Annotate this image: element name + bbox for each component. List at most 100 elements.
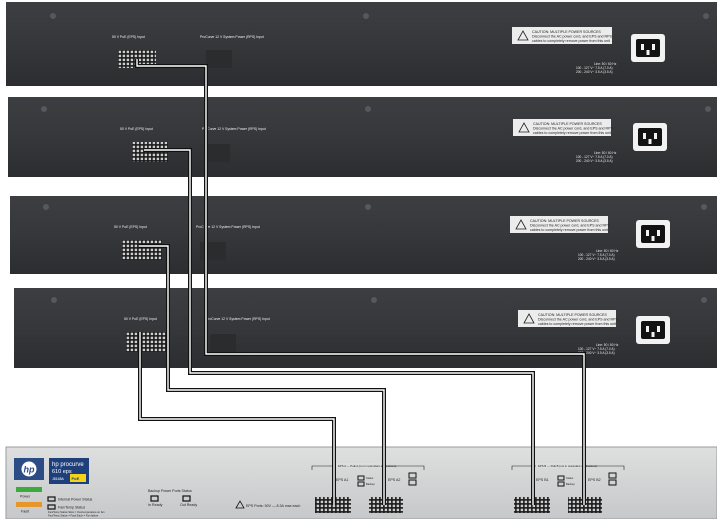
internal-power-led <box>47 496 56 502</box>
caution-plate: CAUTION: MULTIPLE POWER SOURCES Disconne… <box>512 27 613 44</box>
eps-front-panel: hp hp procurve 610 eps J8168A PoE Power … <box>5 446 717 520</box>
ac-rating-label: Line: 50 / 60 Hz 100 - 127 V~ 7.5 A (7.0… <box>578 343 619 355</box>
eps-input-connector <box>122 240 162 260</box>
svg-text:100 - 127 V~ 7.5 A (7.0 A): 100 - 127 V~ 7.5 A (7.0 A) <box>576 66 613 70</box>
poe-input-label: 50 V PoE (EPS) Input <box>112 35 145 39</box>
svg-text:Disconnect the AC power cord,: Disconnect the AC power cord, and EPS an… <box>532 35 613 39</box>
ac-rating-label: Line: 50 / 60 Hz 100 - 127 V~ 7.5 A (7.0… <box>576 151 617 163</box>
screw-icon <box>50 13 56 19</box>
fan-temp-status-label: Fan/Temp Status <box>58 506 85 510</box>
eps-ports-note: EPS Ports: 50V — 8.3A max each <box>246 504 300 508</box>
ac-power-inlet-icon <box>633 123 667 151</box>
rps-input-label: ProCurve 12 V System Power (RPS) Input <box>196 225 260 229</box>
backup-status-title: Backup Power Ports Status <box>148 489 192 493</box>
brand-label: hp procurve <box>52 462 84 468</box>
fault-label: Fault <box>21 510 29 514</box>
screw-icon <box>365 204 371 210</box>
svg-text:200 - 240 V~ 3.5 A (3.5 A): 200 - 240 V~ 3.5 A (3.5 A) <box>578 351 615 355</box>
switch-rear-panel-3: 50 V PoE (EPS) Input ProCurve 12 V Syste… <box>10 196 717 274</box>
port-a2-label: EPS A2 <box>388 478 400 482</box>
svg-text:CAUTION: MULTIPLE POWER SOURCE: CAUTION: MULTIPLE POWER SOURCES <box>530 219 599 223</box>
warning-icon <box>515 219 527 230</box>
svg-text:Disconnect the AC power cord,: Disconnect the AC power cord, and EPS an… <box>530 224 611 228</box>
screw-icon <box>363 13 369 19</box>
warning-icon <box>518 122 530 133</box>
svg-text:100 - 127 V~ 7.5 A (7.0 A): 100 - 127 V~ 7.5 A (7.0 A) <box>578 253 615 257</box>
model-number: J8168A <box>52 477 65 481</box>
svg-text:200 - 240 V~ 3.5 A (3.5 A): 200 - 240 V~ 3.5 A (3.5 A) <box>578 257 615 261</box>
ac-power-inlet-icon <box>631 34 665 62</box>
svg-text:200 - 240 V~ 3.5 A (3.5 A): 200 - 240 V~ 3.5 A (3.5 A) <box>576 70 613 74</box>
model-name: 610 eps <box>52 469 72 475</box>
switch-rear-panel-1: 50 V PoE (EPS) Input ProCurve 12 V Syste… <box>6 2 717 86</box>
rps-input-label: ProCurve 12 V System Power (RPS) Input <box>200 35 264 39</box>
screw-icon <box>371 297 377 303</box>
rps-input-label: ProCurve 12 V System Power (RPS) Input <box>202 127 266 131</box>
screw-icon <box>701 204 707 210</box>
svg-text:cables to completely remove po: cables to completely remove power from t… <box>538 322 616 326</box>
eps-input-connector <box>126 332 166 352</box>
power-led <box>16 487 42 492</box>
group-b-title: EPS B — PoE B (not in redundant applicat… <box>538 464 597 468</box>
svg-text:hp: hp <box>24 465 35 475</box>
screw-icon <box>705 106 711 112</box>
ac-rating-label: Line: 50 / 60 Hz 100 - 127 V~ 7.5 A (7.0… <box>576 62 617 74</box>
hp-logo: hp <box>14 458 44 480</box>
svg-text:Backup: Backup <box>566 482 575 486</box>
ac-rating-label: Line: 50 / 60 Hz 100 - 127 V~ 7.5 A (7.0… <box>578 249 619 261</box>
port-b2-label: EPS B2 <box>588 478 601 482</box>
svg-text:Backup: Backup <box>366 482 375 486</box>
out-ready-led <box>182 495 191 502</box>
svg-text:CAUTION: MULTIPLE POWER SOURCE: CAUTION: MULTIPLE POWER SOURCES <box>532 30 601 34</box>
svg-text:Disconnect the AC power cord,: Disconnect the AC power cord, and EPS an… <box>538 318 619 322</box>
svg-text:CAUTION: MULTIPLE POWER SOURCE: CAUTION: MULTIPLE POWER SOURCES <box>538 313 607 317</box>
svg-text:Disconnect the AC power cord,: Disconnect the AC power cord, and EPS an… <box>533 127 614 131</box>
svg-text:CAUTION: MULTIPLE POWER SOURCE: CAUTION: MULTIPLE POWER SOURCES <box>533 122 602 126</box>
power-label: Power <box>20 495 31 499</box>
poe-input-label: 50 V PoE (EPS) Input <box>124 317 157 321</box>
svg-text:100 - 127 V~ 7.5 A (7.0 A): 100 - 127 V~ 7.5 A (7.0 A) <box>578 347 615 351</box>
svg-text:Status: Status <box>366 476 374 480</box>
screw-icon <box>365 106 371 112</box>
screw-icon <box>41 106 47 112</box>
warning-icon <box>517 30 529 41</box>
poe-input-label: 50 V PoE (EPS) Input <box>114 225 147 229</box>
group-a-title: EPS A — PoE A (not in redundant applicat… <box>338 464 396 468</box>
svg-text:100 - 127 V~ 7.5 A (7.0 A): 100 - 127 V~ 7.5 A (7.0 A) <box>576 155 613 159</box>
screw-icon <box>51 297 57 303</box>
screw-icon <box>701 297 707 303</box>
caution-plate: CAUTION: MULTIPLE POWER SOURCES Disconne… <box>518 310 619 327</box>
model-badge: hp procurve 610 eps J8168A PoE <box>49 458 89 484</box>
caution-plate: CAUTION: MULTIPLE POWER SOURCES Disconne… <box>510 216 611 233</box>
port-b1-label: EPS B1 <box>536 478 549 482</box>
svg-text:Line: 50 / 60 Hz: Line: 50 / 60 Hz <box>594 151 617 155</box>
svg-text:Status: Status <box>566 476 574 480</box>
internal-power-status-label: Internal Power Status <box>58 498 93 502</box>
screw-icon <box>703 13 709 19</box>
switch-rear-panel-2: 50 V PoE (EPS) Input ProCurve 12 V Syste… <box>8 97 717 177</box>
port-a1-label: EPS A1 <box>336 478 348 482</box>
svg-text:Fan/Temp Status = Fault Each =: Fan/Temp Status = Fault Each = Fan failu… <box>48 514 99 518</box>
eps-cables <box>135 59 586 505</box>
out-ready-label: Out Ready <box>180 503 197 507</box>
screw-icon <box>43 204 49 210</box>
svg-text:Line: 50 / 60 Hz: Line: 50 / 60 Hz <box>596 249 619 253</box>
fault-led <box>16 502 42 507</box>
svg-text:Line: 50 / 60 Hz: Line: 50 / 60 Hz <box>596 343 619 347</box>
warning-icon <box>235 500 245 509</box>
fan-temp-led <box>47 504 56 510</box>
ac-power-inlet-icon <box>636 316 670 344</box>
poe-input-label: 50 V PoE (EPS) Input <box>120 127 153 131</box>
rps-input-label: ProCurve 12 V System Power (RPS) Input <box>206 317 270 321</box>
svg-text:cables to completely remove po: cables to completely remove power from t… <box>533 131 611 135</box>
svg-text:Line: 50 / 60 Hz: Line: 50 / 60 Hz <box>594 62 617 66</box>
poe-badge: PoE <box>72 476 80 481</box>
in-ready-label: In Ready <box>148 503 163 507</box>
caution-plate: CAUTION: MULTIPLE POWER SOURCES Disconne… <box>513 119 614 136</box>
in-ready-led <box>150 495 159 502</box>
ac-power-inlet-icon <box>636 220 670 248</box>
svg-text:200 - 240 V~ 3.5 A (3.5 A): 200 - 240 V~ 3.5 A (3.5 A) <box>576 159 613 163</box>
svg-text:Fan/Temp Status Slow = Overtem: Fan/Temp Status Slow = Overtemperature o… <box>48 510 105 514</box>
svg-text:cables to completely remove po: cables to completely remove power from t… <box>532 39 610 43</box>
